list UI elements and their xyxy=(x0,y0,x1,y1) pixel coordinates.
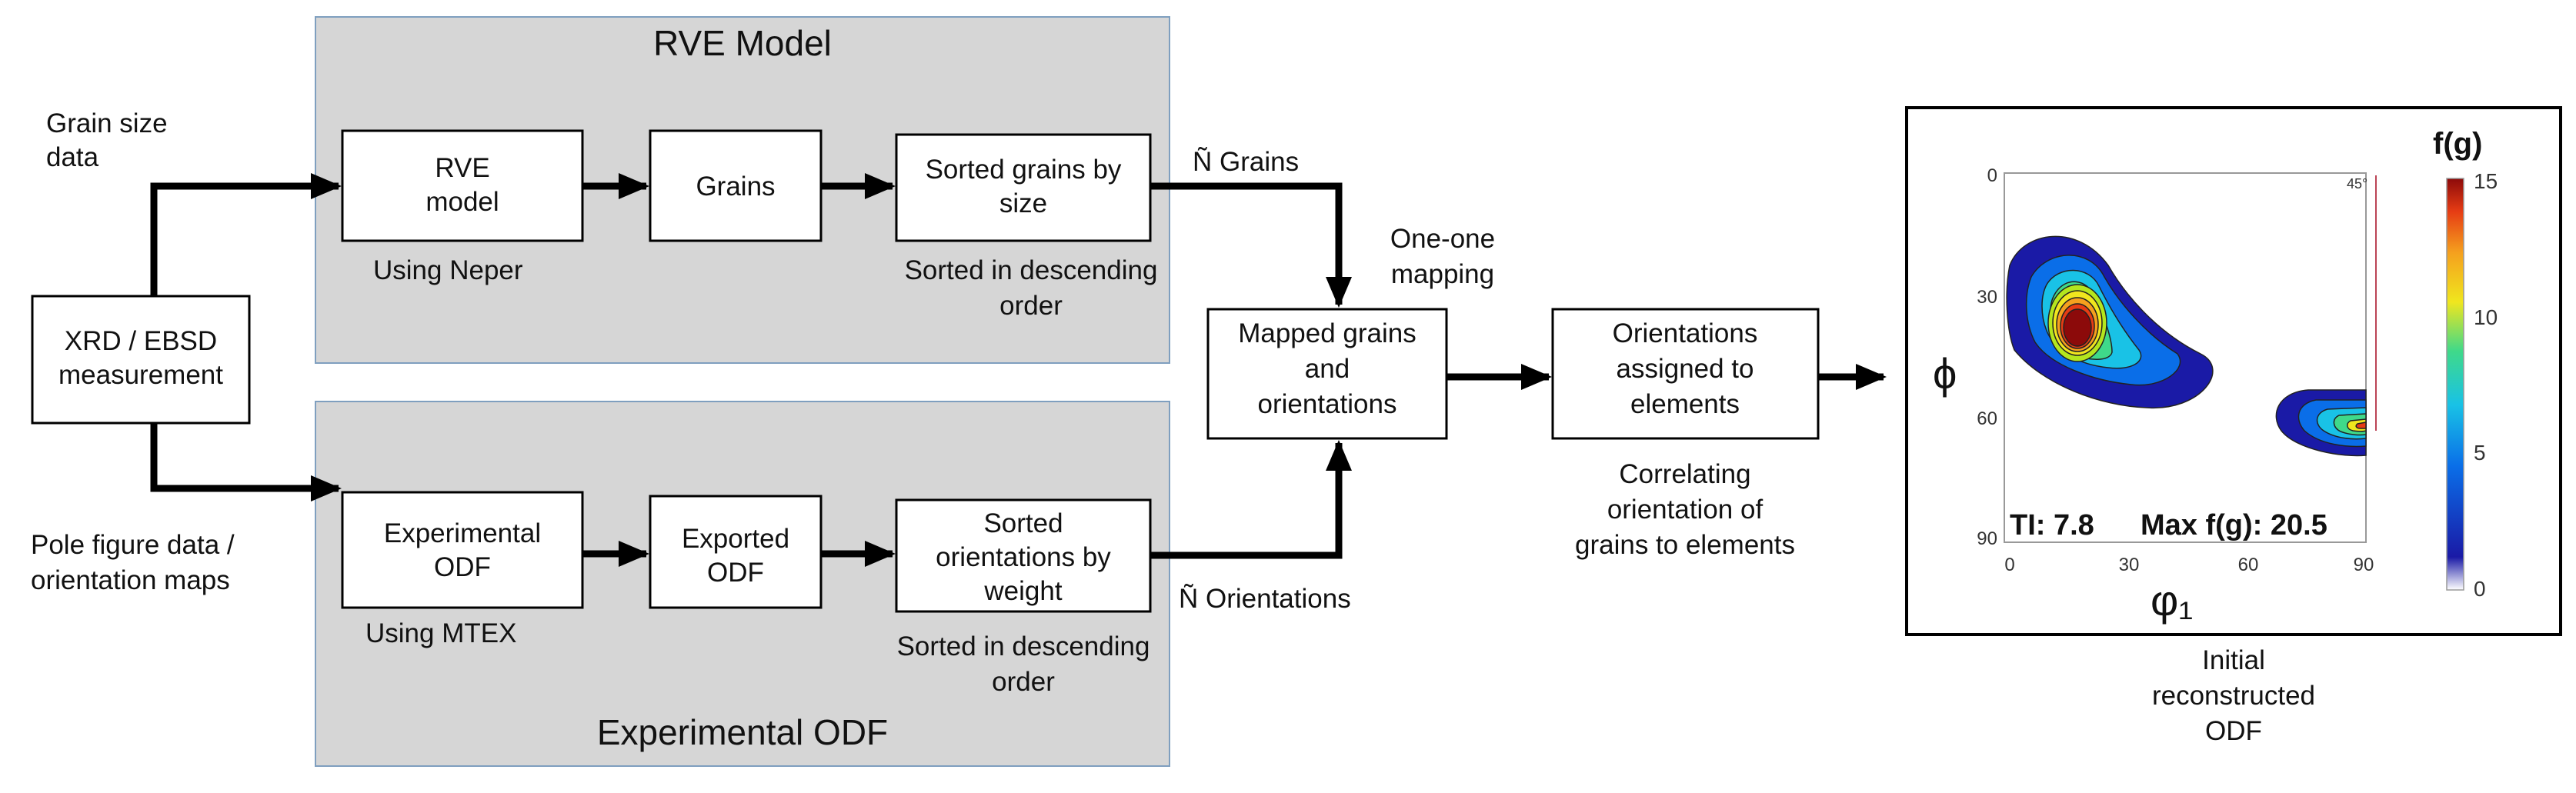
ytick-0: 0 xyxy=(1987,165,1997,186)
ytick-90: 90 xyxy=(1977,528,1997,549)
colorbar-tick-5: 5 xyxy=(2474,441,2486,465)
xtick-60: 60 xyxy=(2238,555,2259,575)
measurement-box xyxy=(31,295,251,425)
flow-arrows xyxy=(150,173,1887,567)
n-grains-label: Ñ Grains xyxy=(1193,147,1299,177)
pole-figure-label: Pole figure data /orientation maps xyxy=(31,530,235,595)
secondary-peak-contours xyxy=(2275,389,2367,457)
colorbar xyxy=(2446,178,2464,591)
grains-label: Grains xyxy=(696,172,775,202)
rve-panel-title: RVE Model xyxy=(653,23,832,63)
n-orientations-label: Ñ Orientations xyxy=(1179,584,1351,614)
main-peak-contours xyxy=(2006,235,2214,408)
odf-plot: 45° 0 30 60 90 0 30 60 90 xyxy=(1933,127,2498,625)
arrow-grains-to-mapped xyxy=(1150,182,1352,308)
ti-value: TI: 7.8 xyxy=(2010,509,2094,541)
odf-xlabel: φ₁ xyxy=(2151,576,2193,625)
maxfg-value: Max f(g): 20.5 xyxy=(2141,509,2327,541)
sorted-orientations-box xyxy=(895,498,1152,613)
exp-odf-box xyxy=(341,491,584,609)
secondary-level-6 xyxy=(2355,421,2367,429)
odf-panel-title: Experimental ODF xyxy=(597,712,888,752)
odf-ylabel: ϕ xyxy=(1933,349,1957,398)
exp-odf-note: Using MTEX xyxy=(365,618,516,648)
ytick-30: 30 xyxy=(1977,287,1997,308)
rve-model-box xyxy=(341,129,584,242)
contour-level-9 xyxy=(2063,308,2092,347)
mapped-box xyxy=(1206,308,1448,440)
colorbar-tick-0: 0 xyxy=(2474,577,2486,601)
assigned-box xyxy=(1551,308,1820,440)
colorbar-tick-15: 15 xyxy=(2474,169,2498,193)
exported-odf-box xyxy=(649,495,823,609)
colorbar-title: f(g) xyxy=(2433,127,2482,161)
xtick-30: 30 xyxy=(2119,555,2140,575)
ytick-60: 60 xyxy=(1977,408,1997,429)
arrow-orient-to-mapped xyxy=(1150,440,1352,559)
xtick-0: 0 xyxy=(2004,555,2014,575)
rve-model-note: Using Neper xyxy=(373,255,523,285)
sorted-grains-box xyxy=(895,133,1152,242)
odf-corner-label: 45° xyxy=(2347,176,2367,192)
xtick-90: 90 xyxy=(2354,555,2374,575)
grains-box xyxy=(649,129,823,242)
arrow-measurement-to-rve xyxy=(150,173,342,296)
colorbar-tick-10: 10 xyxy=(2474,305,2498,329)
arrow-measurement-to-exp xyxy=(150,423,342,501)
